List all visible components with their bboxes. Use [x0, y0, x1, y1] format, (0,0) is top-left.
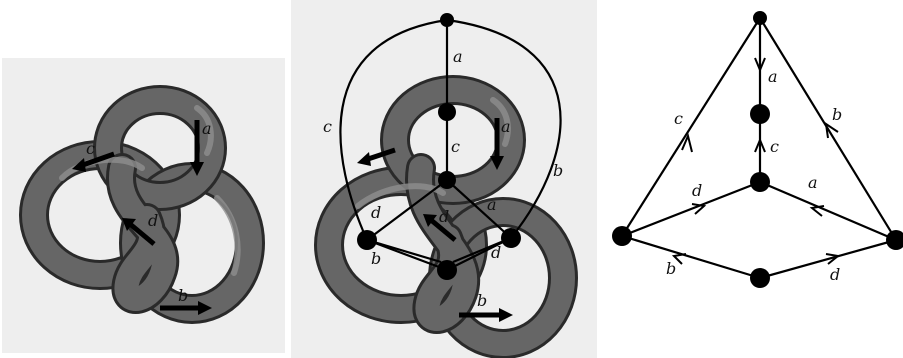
- edge-top-left: [622, 18, 760, 236]
- edge-center-right: [760, 182, 896, 240]
- label-b: b: [178, 286, 188, 305]
- node-top: [440, 13, 454, 27]
- label-d-right: d: [491, 243, 501, 262]
- label-c-edge: c: [674, 109, 683, 128]
- label-b-outer: b: [553, 161, 563, 180]
- label-d: d: [148, 211, 158, 230]
- node-left: [612, 226, 632, 246]
- label-b-edge: b: [832, 105, 842, 124]
- node-left: [357, 230, 377, 250]
- node-bottom: [750, 268, 770, 288]
- edge-left-bottom: [622, 236, 760, 278]
- node-center: [438, 171, 456, 189]
- edge-top-right: [760, 18, 896, 240]
- abstract-graph-panel: a c c b d a b d: [600, 0, 903, 358]
- node-right: [501, 228, 521, 248]
- edge-right-bottom: [760, 240, 896, 278]
- knot-tube: [34, 100, 250, 309]
- label-c: c: [86, 139, 95, 158]
- node-upper: [438, 103, 456, 121]
- label-b-left: b: [371, 249, 381, 268]
- label-d-left: d: [371, 203, 381, 222]
- knot-graph-overlay-panel: a a c c b d d a b d b: [291, 0, 597, 358]
- edge-center-left: [622, 182, 760, 236]
- node-center: [750, 172, 770, 192]
- label-a: a: [202, 119, 212, 138]
- abstract-graph-figure: a c c b d a b d: [600, 0, 903, 358]
- label-a-vertical: a: [768, 67, 778, 86]
- label-a-knot: a: [501, 117, 511, 136]
- label-b-bottom: b: [666, 259, 676, 278]
- knot-overlay-figure: a a c c b d d a b d b: [291, 0, 597, 358]
- label-d-edge: d: [692, 181, 702, 200]
- label-d-mid: d: [439, 207, 449, 226]
- label-a-top: a: [453, 47, 463, 66]
- label-b-bottom: b: [477, 291, 487, 310]
- knot-render-figure: a c d b: [2, 58, 285, 353]
- node-bottom: [437, 260, 457, 280]
- label-c-vertical: c: [770, 137, 779, 156]
- label-d-bottom: d: [830, 265, 840, 284]
- edge-arrows: [674, 58, 838, 264]
- label-c-outer: c: [323, 117, 332, 136]
- label-c-inner: c: [451, 137, 460, 156]
- label-a-right: a: [487, 195, 497, 214]
- graph-edges: [622, 18, 896, 278]
- knot-render-panel: a c d b: [2, 58, 285, 353]
- label-a-edge: a: [808, 173, 818, 192]
- node-right: [886, 230, 903, 250]
- node-top: [753, 11, 767, 25]
- node-upper: [750, 104, 770, 124]
